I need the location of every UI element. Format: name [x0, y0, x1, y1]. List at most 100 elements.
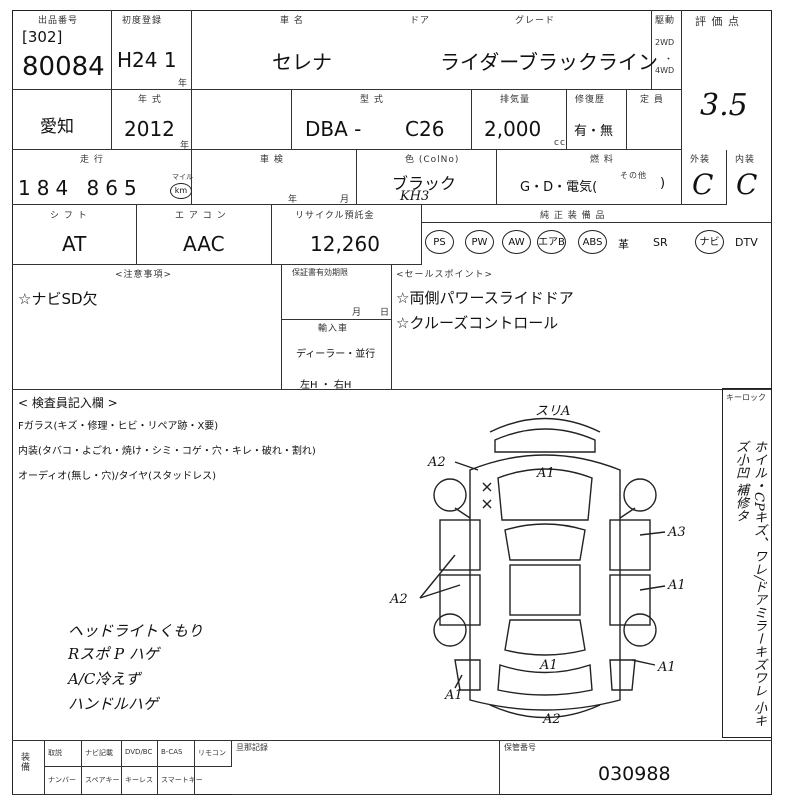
drive-2wd: 2WD: [655, 38, 675, 47]
year-value: 2012: [124, 117, 175, 141]
warranty-cell: [282, 265, 392, 320]
footer-item-cell: ナビ記載: [82, 740, 122, 767]
handwritten-4: ハンドルハゲ: [68, 695, 159, 713]
mark-a1-rear-left: A1: [445, 688, 463, 703]
inspector-line-1: Fガラス(キズ・修理・ヒビ・リペア跡・X要): [18, 421, 219, 432]
color-cell: [357, 150, 497, 205]
recycle-label: リサイクル預託金: [295, 211, 375, 221]
caution-label: <注意事項>: [115, 270, 173, 280]
equip-item-8: DTV: [735, 236, 758, 249]
footer-item-label: 取説: [48, 749, 62, 757]
shift-label: シ フ ト: [50, 211, 88, 221]
import-cell: [282, 320, 392, 390]
handwritten-2: Rスポ P ハゲ: [68, 645, 159, 663]
side-notes-text: ホイル・CPキズ、ワレ/ドアミラーキズワレ 小キズ小凹 補修タ: [733, 440, 766, 728]
footer-item-label: ナンバー: [48, 776, 76, 784]
color-label: 色 (ColNo): [405, 155, 460, 165]
equip-label: 純 正 装 備 品: [540, 211, 606, 221]
mark-a2-front: A2: [428, 455, 446, 470]
year-label: 年 式: [138, 95, 162, 105]
equip-item-label: ABS: [582, 237, 603, 248]
model-prefix: DBA -: [305, 117, 362, 141]
import-label: 輸入車: [318, 324, 349, 334]
equip-item-label: DTV: [735, 236, 758, 249]
footer-note-cell: [232, 740, 500, 795]
recycle-cell: [272, 205, 422, 265]
caution-cell: [12, 265, 282, 390]
shaken-cell: [192, 150, 357, 205]
year-unit: 年: [180, 141, 191, 151]
ext-cell: [682, 150, 727, 205]
mileage-unit-top: マイル: [172, 173, 193, 181]
capacity-cell: [627, 90, 682, 150]
warranty-month: 月: [352, 308, 363, 318]
first-reg-value: H24 1: [117, 48, 177, 72]
footer-auction-no: 030988: [598, 763, 671, 785]
equip-item-label: PS: [433, 237, 446, 248]
mark-a1-rear: A1: [540, 658, 558, 673]
footer-item-cell: キーレス: [122, 767, 158, 795]
lot-cell: [12, 10, 112, 90]
mark-a1-right: A1: [668, 578, 686, 593]
shaken-month: 月: [340, 195, 351, 205]
sales-cell: [392, 265, 772, 390]
footer-item-cell: ナンバー: [45, 767, 82, 795]
equip-item-label: PW: [471, 237, 488, 248]
color-value: ブラック: [392, 174, 457, 193]
recycle-value: 12,260: [310, 232, 380, 256]
footer-item-label: スペアキー: [85, 776, 120, 784]
equip-item-0: PS: [425, 230, 454, 254]
color-code: KH3: [400, 189, 430, 204]
cc-value: 2,000: [484, 117, 542, 141]
footer-item-cell: B-CAS: [158, 740, 195, 767]
sales-label: <セールスポイント>: [396, 270, 494, 280]
equip-item-label: SR: [653, 236, 668, 249]
handwritten-1: ヘッドライトくもり: [68, 622, 204, 640]
first-reg-year-unit: 年: [178, 79, 189, 89]
cc-label: 排気量: [500, 95, 531, 105]
fuel-other: その他: [620, 171, 647, 180]
model-value: C26: [405, 117, 445, 141]
region-value: 愛知: [40, 117, 74, 137]
region-code-cell: [192, 90, 292, 150]
warranty-label: 保証書有効期限: [292, 268, 348, 277]
footer-item-label: リモコン: [198, 749, 226, 757]
first-reg-cell: [112, 10, 192, 90]
drive-cell: [652, 10, 682, 90]
car-name-value: セレナ: [272, 50, 332, 74]
fuel-label: 燃 料: [590, 155, 614, 165]
mileage-label: 走 行: [80, 155, 104, 165]
mark-a3: A3: [668, 525, 686, 540]
int-label: 内装: [735, 155, 756, 165]
door-label: ドア: [410, 16, 431, 26]
import-handle: 左H ・ 右H: [300, 380, 352, 391]
fuel-close: ): [660, 176, 666, 191]
ext-label: 外装: [690, 155, 711, 165]
footer-item-label: スマートキー: [161, 776, 203, 784]
ac-cell: [137, 205, 272, 265]
fuel-cell: [497, 150, 682, 205]
caution-value: ☆ナビSD欠: [18, 290, 98, 308]
side-notes: ホイル・CPキズ、ワレ/ドアミラーキズワレ 小キズ小凹 補修タ: [733, 440, 767, 740]
grade-value: ライダーブラックライン: [440, 50, 658, 74]
lot-label: 出品番号: [38, 16, 79, 26]
drive-dot: ・: [664, 55, 675, 65]
keylock-label: キーロック: [726, 393, 766, 402]
inspector-title: < 検査員記入欄 >: [18, 396, 118, 410]
footer-item-cell: DVD/BC: [122, 740, 158, 767]
footer-item-cell: スペアキー: [82, 767, 122, 795]
mark-front: スリA: [535, 404, 571, 419]
car-name-cell: [192, 10, 652, 90]
footer-item-cell: リモコン: [195, 740, 232, 767]
model-label: 型 式: [360, 95, 384, 105]
shaken-year: 年: [288, 195, 299, 205]
shaken-label: 車 検: [260, 155, 284, 165]
drive-4wd: 4WD: [655, 66, 675, 75]
mileage-value: 184 865: [18, 176, 143, 200]
footer-item-label: DVD/BC: [125, 748, 153, 756]
score-label: 評 価 点: [695, 15, 740, 28]
footer-auction-label: 保管番号: [504, 743, 536, 752]
equip-item-7: ナビ: [695, 230, 724, 254]
mileage-cell: [12, 150, 192, 205]
